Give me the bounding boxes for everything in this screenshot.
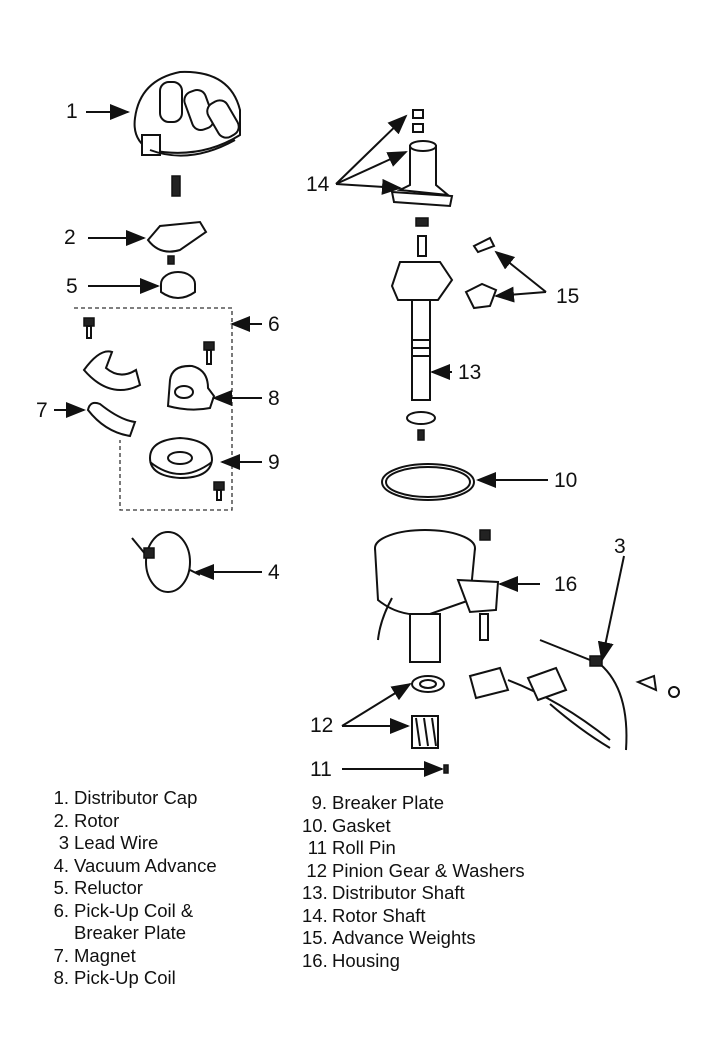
legend-item: 10.Gasket [302,814,391,836]
leader-line-3 [597,555,625,662]
legend-item: 9.Breaker Plate [311,792,445,813]
screw-part [83,317,225,501]
callout-10: 10 [554,469,578,492]
callout-14: 14 [306,173,330,196]
pick-up-coil-part [166,364,216,411]
callout-8: 8 [268,387,280,410]
nut-part [415,217,429,227]
leader-line-12a [341,682,412,727]
callout-13: 13 [458,361,482,384]
callout-16: 16 [554,573,578,596]
distributor-cap-part [133,70,241,197]
roll-pin-part [443,764,449,774]
vacuum-advance-part [131,531,201,593]
callout-15: 15 [556,285,580,308]
housing-part [374,529,500,663]
legend-item: 6.Pick-Up Coil & [53,899,194,921]
callout-9: 9 [268,451,280,474]
reluctor-part [160,271,196,299]
legend-item: 16.Housing [302,949,400,971]
callout-2: 2 [64,226,76,249]
legend-item: 4.Vacuum Advance [53,854,217,876]
callout-3: 3 [614,535,626,558]
legend-item: 8.Pick-Up Coil [53,967,176,988]
leader-line-15a [494,250,547,293]
leader-line-14b [335,151,408,185]
pinion-gear-part [411,675,445,749]
legend-item-continuation: Breaker Plate [74,922,187,943]
leader-line-14c [335,178,402,195]
legend-item: 13.Distributor Shaft [302,882,465,903]
leader-line-14a [335,114,408,185]
distributor-shaft-part [390,235,454,441]
legend-item: 2.Rotor [53,809,120,831]
legend-item: 14.Rotor Shaft [302,904,426,926]
callout-1: 1 [66,100,78,123]
callout-7: 7 [36,399,48,422]
breaker-plate-part [148,436,214,480]
callout-5: 5 [66,275,78,298]
legend-item: 1.Distributor Cap [53,787,198,808]
legend-item: 7.Magnet [53,944,136,966]
rotor-shaft-part [390,109,454,208]
legend-item: 15.Advance Weights [302,927,476,948]
callout-11: 11 [310,758,332,781]
rotor-part [146,220,208,265]
lead-wire-part [468,639,680,751]
breaker-plate-segment [82,350,142,391]
leader-line-15b [494,286,547,303]
legend-item: 5.Reluctor [53,877,143,898]
callout-12: 12 [310,714,334,737]
gasket-part [381,463,475,501]
magnet-part [86,401,137,438]
advance-weights-part [464,236,498,310]
callout-6: 6 [268,313,280,336]
pick-up-group-outline [74,307,233,511]
callout-4: 4 [268,561,280,584]
